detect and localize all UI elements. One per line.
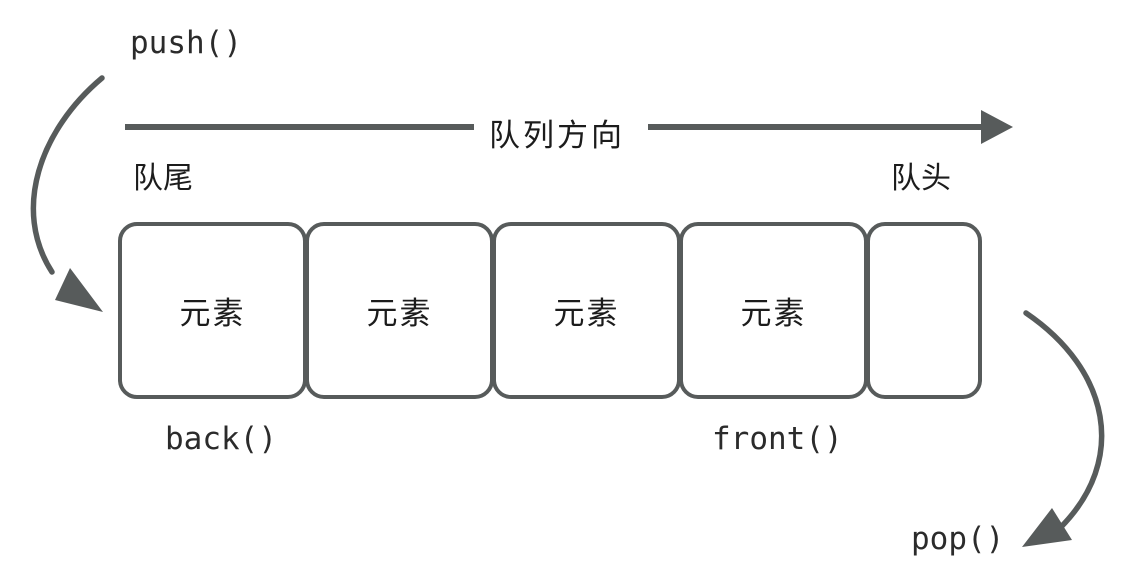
pop-arrow-icon — [1022, 310, 1105, 547]
queue-cell-label: 元素 — [553, 296, 620, 332]
queue-cell[interactable]: 元素 — [492, 222, 681, 399]
queue-cell[interactable]: 元素 — [305, 222, 494, 399]
front-label: front() — [712, 421, 843, 457]
queue-cell[interactable]: 元素 — [679, 222, 868, 399]
queue-cell-label: 元素 — [740, 296, 807, 332]
push-label: push() — [130, 25, 242, 61]
queue-cell-empty[interactable] — [866, 222, 982, 399]
push-arrow-icon — [30, 75, 105, 312]
queue-cell[interactable]: 元素 — [118, 222, 307, 399]
head-label: 队头 — [891, 161, 951, 196]
back-label: back() — [165, 421, 277, 457]
direction-label: 队列方向 — [489, 118, 625, 154]
pop-label: pop() — [911, 521, 1005, 557]
queue-cell-label: 元素 — [179, 296, 246, 332]
queue-cell-label: 元素 — [366, 296, 433, 332]
tail-label: 队尾 — [133, 161, 193, 196]
